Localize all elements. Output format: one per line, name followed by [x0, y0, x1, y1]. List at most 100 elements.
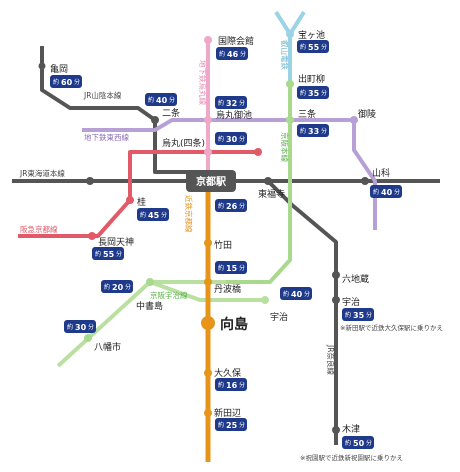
badge-suffix: 分 [125, 283, 131, 291]
station-dot-misasagi [350, 116, 358, 124]
badge-prefix: 約 [219, 50, 225, 58]
station-dot-tokaido-west [86, 177, 94, 185]
station-dot-tambabashi [204, 278, 212, 286]
badge-suffix: 分 [304, 290, 310, 298]
note-rokujizo: ※新田駅で近鉄大久保駅に乗りかえ [340, 323, 443, 332]
badge-uji: 約 40 分 [280, 287, 312, 300]
badge-suffix: 分 [321, 43, 327, 51]
badge-minutes-kokusai: 46 [227, 50, 239, 59]
badge-suffix: 分 [366, 439, 372, 447]
station-dot-kokusai [204, 36, 212, 44]
badge-prefix: 約 [218, 99, 224, 107]
badge-suffix: 分 [74, 78, 80, 86]
station-dot-higashifukakusa [264, 177, 272, 185]
badge-karasuma-oike: 約 32 分 [215, 96, 247, 109]
badge-minutes-uji: 40 [291, 290, 303, 299]
station-name-higashifukakusa: 東福寺 [258, 188, 285, 200]
badge-prefix: 約 [300, 43, 306, 51]
karasuma-line-label: 地下鉄烏丸線 [198, 60, 208, 105]
jr-sanin-line-label: JR山陰本線 [83, 90, 122, 100]
badge-yawatashi: 約 30 分 [64, 320, 96, 333]
badge-shintanabe: 約 25 分 [215, 418, 247, 431]
station-name-demachi: 出町柳 [298, 73, 325, 85]
station-dot-uji [261, 296, 269, 304]
station-dot-rokujizo [332, 271, 340, 279]
badge-kokusai: 約 46 分 [216, 47, 248, 60]
station-name-uji-jr: 宇治 [342, 296, 360, 308]
kyoto-station-hub [186, 170, 236, 192]
badge-minutes-kameoka: 60 [61, 78, 73, 87]
badge-prefix: 約 [218, 264, 224, 272]
hankyu-line-label: 阪急京都線 [20, 224, 58, 234]
station-dot-takaragaike [286, 30, 294, 38]
tozai-line-label: 地下鉄東西線 [84, 132, 129, 142]
badge-sanjo: 約 33 分 [297, 124, 329, 137]
badge-minutes-shintanabe: 25 [226, 421, 238, 430]
station-dot-takeda [204, 239, 212, 247]
badge-suffix: 分 [88, 323, 94, 331]
station-dot-shintanabe [204, 409, 212, 417]
station-dot-karasuma-oike [204, 116, 212, 124]
badge-nijo: 約 40 分 [145, 93, 177, 106]
badge-yamashina: 約 40 分 [370, 185, 402, 198]
jr-tokaido-line-label: JR東海道本線 [19, 168, 65, 178]
station-name-tambabashi: 丹波橋 [214, 283, 241, 295]
note-kotsu: ※祝園駅で近鉄新祝園駅に乗りかえ [300, 453, 403, 462]
badge-minutes-chushojima: 20 [112, 283, 124, 292]
badge-suffix: 分 [116, 250, 122, 258]
badge-prefix: 約 [53, 78, 59, 86]
jr-nara-line-label: JR奈良線 [326, 344, 336, 375]
badge-katsura: 約 45 分 [137, 208, 169, 221]
badge-prefix: 約 [218, 202, 224, 210]
badge-suffix: 分 [161, 211, 167, 219]
hankyu-line [18, 150, 258, 238]
badge-suffix: 分 [239, 421, 245, 429]
badge-suffix: 分 [321, 89, 327, 97]
badge-prefix: 約 [283, 290, 289, 298]
badge-minutes-yawatashi: 30 [75, 323, 87, 332]
station-name-karasuma-oike: 烏丸御池 [216, 109, 252, 121]
station-name-takeda: 竹田 [214, 239, 232, 251]
badge-prefix: 約 [148, 96, 154, 104]
station-dot-katsura [126, 196, 134, 204]
badge-nagaoka: 約 55 分 [92, 247, 124, 260]
station-dot-mukaijima [201, 316, 215, 330]
badge-karasuma-shijo: 約 30 分 [215, 132, 247, 145]
badge-higashifukakusa: 約 26 分 [215, 199, 247, 212]
badge-minutes-takaragaike: 55 [308, 43, 320, 52]
station-dot-kameoka [38, 62, 46, 70]
badge-chushojima: 約 20 分 [101, 280, 133, 293]
station-dot-karasuma-shijo [204, 148, 212, 156]
station-dot-demachi [286, 80, 294, 88]
badge-minutes-nagaoka: 55 [103, 250, 115, 259]
badge-suffix: 分 [240, 50, 246, 58]
kyoto-station-label: 京都駅 [196, 175, 227, 188]
badge-suffix: 分 [239, 264, 245, 272]
badge-kameoka: 約 60 分 [50, 75, 82, 88]
badge-suffix: 分 [239, 381, 245, 389]
station-dot-yamashina [361, 177, 369, 185]
jr-nara-line [266, 179, 338, 445]
badge-suffix: 分 [239, 99, 245, 107]
badge-minutes-rokujizo: 35 [353, 311, 365, 320]
badge-minutes-yamashina: 40 [381, 188, 393, 197]
station-name-katsura: 桂 [137, 196, 146, 208]
badge-prefix: 約 [95, 250, 101, 258]
station-name-takaragaike: 宝ヶ池 [298, 29, 325, 41]
station-dot-nijo [151, 116, 159, 124]
station-name-kokusai: 国際会館 [218, 35, 254, 47]
badge-prefix: 約 [218, 135, 224, 143]
badge-okubo: 約 16 分 [215, 378, 247, 391]
badge-minutes-demachi: 35 [308, 89, 320, 98]
station-dot-yawatashi [84, 334, 92, 342]
badge-minutes-karasuma-oike: 32 [226, 99, 237, 108]
station-dot-okubo [204, 369, 212, 377]
badge-tambabashi: 約 15 分 [215, 261, 247, 274]
badge-prefix: 約 [218, 421, 224, 429]
badge-prefix: 約 [345, 311, 351, 319]
badge-takaragaike: 約 55 分 [297, 40, 329, 53]
station-dot-shijo-red [254, 148, 262, 156]
badge-minutes-nijo: 40 [156, 96, 168, 105]
badge-suffix: 分 [239, 135, 245, 143]
